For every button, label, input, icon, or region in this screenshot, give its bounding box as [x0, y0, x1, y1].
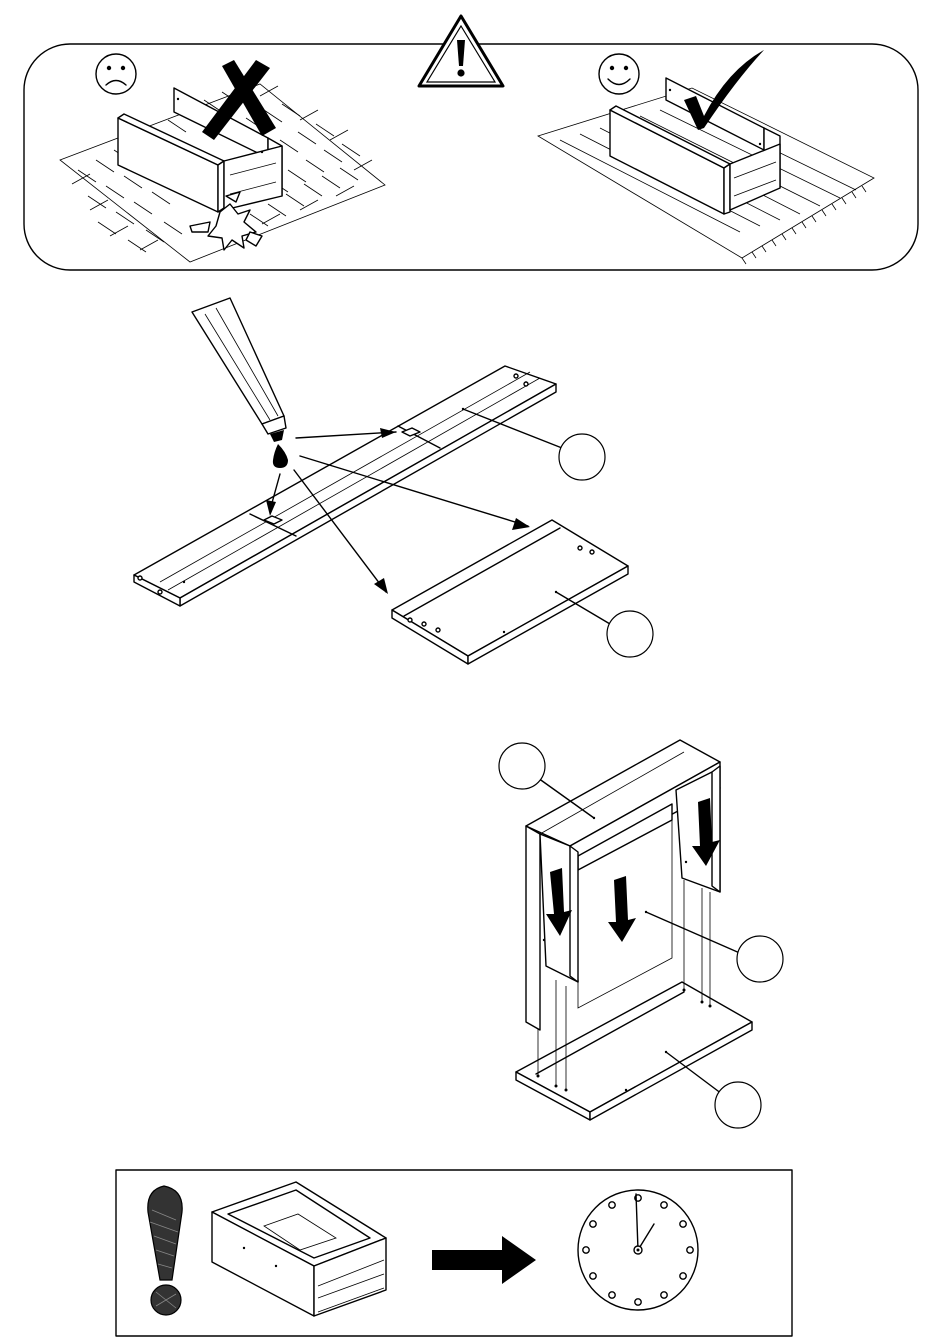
warning-triangle-icon — [419, 16, 503, 86]
down-arrow-icon — [608, 876, 636, 942]
right-arrow-icon — [432, 1236, 536, 1284]
happy-face-icon — [599, 54, 639, 94]
exclamation-icon — [148, 1186, 182, 1315]
clock-hour-mark — [661, 1292, 667, 1298]
callout-4 — [646, 912, 783, 982]
carpet — [538, 78, 874, 264]
clock-hour-mark — [609, 1202, 615, 1208]
clock-icon — [578, 1190, 698, 1310]
clock-hour-mark — [590, 1273, 596, 1279]
clock-hour-mark — [661, 1202, 667, 1208]
glue-tube-icon — [192, 298, 288, 468]
clock-hour-mark — [680, 1273, 686, 1279]
assembly-step — [499, 740, 783, 1128]
drying-note — [116, 1170, 792, 1336]
clock-hour-mark — [583, 1247, 589, 1253]
bottom-panel — [392, 520, 628, 664]
glue-step — [134, 298, 653, 664]
callout-5 — [666, 1052, 761, 1128]
clock-hour-mark — [680, 1221, 686, 1227]
warning-panel — [24, 16, 918, 270]
frame-left — [526, 826, 578, 1030]
sad-face-icon — [96, 54, 136, 94]
drawer-icon — [212, 1182, 386, 1316]
clock-hour-mark — [590, 1221, 596, 1227]
clock-hour-mark — [635, 1299, 641, 1305]
clock-hour-mark — [687, 1247, 693, 1253]
clock-hour-mark — [609, 1292, 615, 1298]
